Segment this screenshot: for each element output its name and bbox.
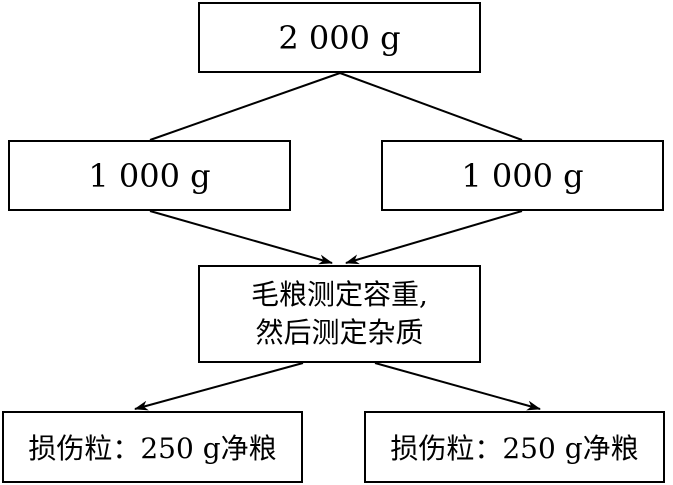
node-middle-line2: 然后测定杂质 <box>255 316 424 349</box>
arrow-right-to-middle <box>345 210 523 265</box>
node-middle-line1: 毛粮测定容重, <box>251 278 428 311</box>
line-top-to-right <box>339 72 523 141</box>
line-top-to-left <box>149 72 341 141</box>
node-right-half: 1 000 g <box>381 140 664 211</box>
node-top-label: 2 000 g <box>278 18 401 57</box>
node-bottom-right-result: 损伤粒：250 g净粮 <box>364 411 665 483</box>
node-bottom-right-label: 损伤粒：250 g净粮 <box>390 432 639 465</box>
node-top-sample: 2 000 g <box>198 2 481 73</box>
node-bottom-left-label: 损伤粒：250 g净粮 <box>28 432 277 465</box>
node-bottom-left-result: 损伤粒：250 g净粮 <box>2 411 303 483</box>
arrow-left-to-middle <box>149 210 333 265</box>
arrow-middle-to-bottom-left <box>134 362 304 411</box>
arrow-middle-to-bottom-right <box>374 362 541 411</box>
node-right-label: 1 000 g <box>461 156 584 195</box>
node-left-label: 1 000 g <box>88 156 211 195</box>
node-middle-process: 毛粮测定容重, 然后测定杂质 <box>198 265 481 363</box>
node-left-half: 1 000 g <box>8 140 291 211</box>
